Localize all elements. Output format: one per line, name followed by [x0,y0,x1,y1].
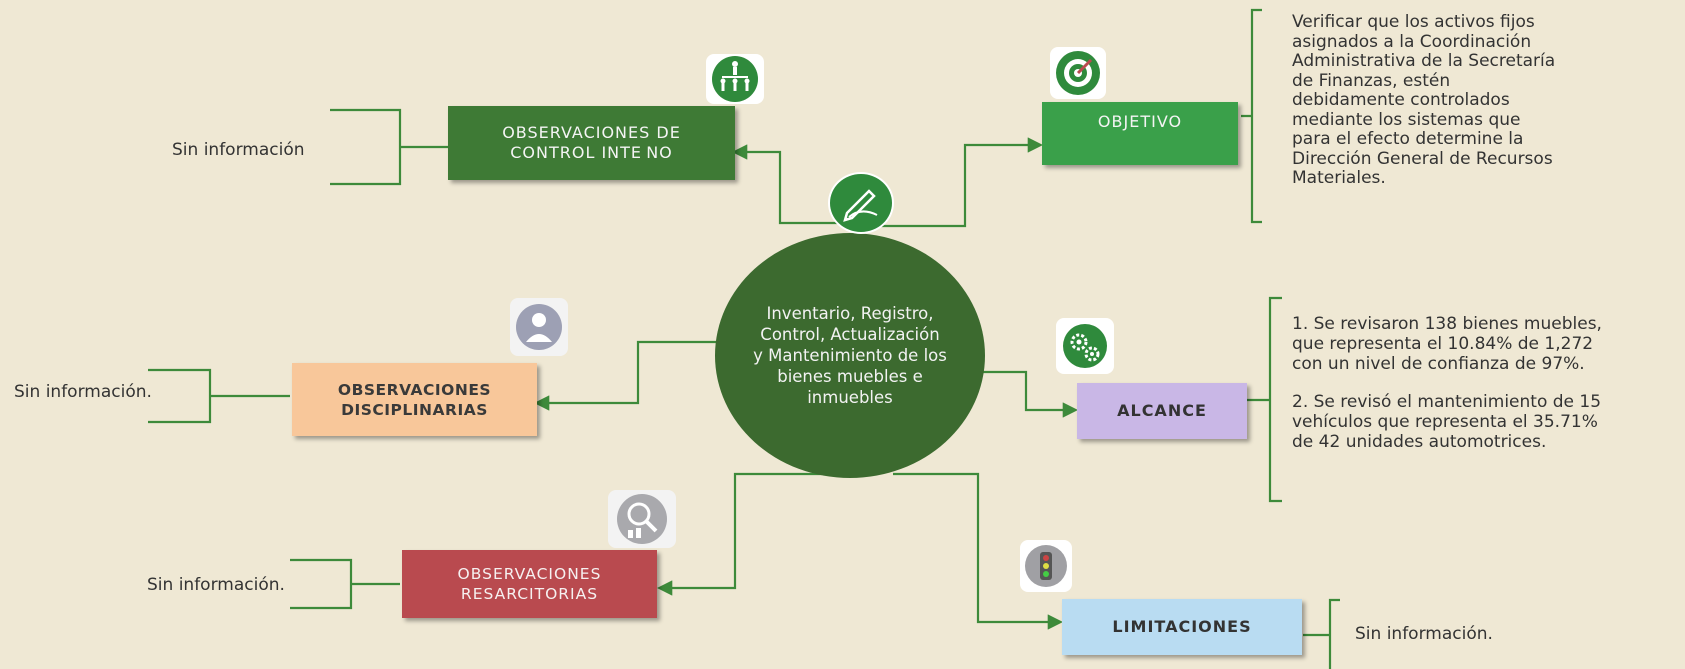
objetivo-line: Verificar que los activos fijos [1292,12,1535,32]
objetivo-line: Materiales. [1292,168,1386,188]
connector-control-interno [731,144,850,225]
control-interno-info: Sin información [172,140,305,160]
connector-alcance [983,370,1079,418]
resarcitorias-info: Sin información. [147,575,285,595]
resarcitorias-label: OBSERVACIONES [457,565,602,583]
objetivo-node: OBJETIVO [1042,102,1238,165]
alcance-line: que representa el 10.84% de 1,272 [1292,334,1594,354]
control-interno-node: OBSERVACIONES DE CONTROL INTE NO [448,106,735,180]
objetivo-line: debidamente controlados [1292,90,1510,110]
person-icon [510,298,568,356]
central-topic-line: Inventario, Registro, [766,304,934,323]
alcance-text: 1. Se revisaron 138 bienes muebles, que … [1292,314,1682,452]
bracket-limitaciones [1303,598,1340,669]
traffic-light-icon [1020,540,1072,592]
bracket-objetivo [1241,8,1262,224]
objetivo-text: Verificar que los activos fijos asignado… [1292,12,1626,189]
alcance-line: de 42 unidades automotrices. [1292,432,1547,452]
connector-limitaciones [893,472,1064,630]
objetivo-line: Administrativa de la Secretaría [1292,51,1556,71]
objetivo-line: asignados a la Coordinación [1292,31,1532,52]
bracket-control-interno [330,108,448,186]
disciplinarias-label: DISCIPLINARIAS [341,400,488,419]
objetivo-line: de Finanzas, estén [1292,70,1451,91]
org-chart-icon [706,54,764,104]
objetivo-line: para el efecto determine la [1292,129,1524,149]
disciplinarias-node: OBSERVACIONES DISCIPLINARIAS [292,363,537,436]
alcance-label: ALCANCE [1117,401,1207,420]
central-topic-line: Control, Actualización [760,325,940,344]
connector-objetivo [850,137,1044,228]
resarcitorias-node: OBSERVACIONES RESARCITORIAS [402,550,657,618]
bracket-alcance [1247,296,1282,503]
alcance-line: 1. Se revisaron 138 bienes muebles, [1292,314,1602,334]
central-topic-line: bienes muebles e [777,367,923,386]
alcance-line: vehículos que representa el 35.71% [1292,412,1598,432]
bracket-resarcitorias [290,558,400,610]
objetivo-label: OBJETIVO [1097,112,1183,131]
magnifier-people-icon [608,490,676,548]
limitaciones-node: LIMITACIONES [1062,599,1302,655]
alcance-item-2: 2. Se revisó el mantenimiento de 15 vehí… [1292,392,1682,452]
alcance-node: ALCANCE [1077,383,1247,439]
connector-resarcitorias [656,472,822,596]
disciplinarias-info: Sin información. [14,382,152,402]
resarcitorias-label: RESARCITORIAS [460,585,599,603]
alcance-line: 2. Se revisó el mantenimiento de 15 [1292,392,1602,412]
connector-disciplinarias [533,340,722,411]
target-icon [1050,47,1106,99]
bracket-disciplinarias [148,368,290,424]
central-topic-line: inmuebles [807,388,893,407]
objetivo-line: mediante los sistemas que [1292,109,1521,130]
control-interno-label: OBSERVACIONES DE [502,123,681,142]
objetivo-line: Dirección General de Recursos [1292,148,1553,169]
disciplinarias-label: OBSERVACIONES [337,380,492,399]
alcance-line: con un nivel de confianza de 97%. [1292,354,1585,374]
central-topic-line: y Mantenimiento de los [753,346,947,365]
limitaciones-label: LIMITACIONES [1112,617,1252,636]
alcance-item-1: 1. Se revisaron 138 bienes muebles, que … [1292,314,1682,374]
pen-hand-icon [828,172,894,234]
control-interno-label: CONTROL INTE NO [510,143,673,162]
limitaciones-info: Sin información. [1355,624,1493,644]
central-topic-node: Inventario, Registro, Control, Actualiza… [715,233,985,478]
gears-icon [1056,318,1114,374]
